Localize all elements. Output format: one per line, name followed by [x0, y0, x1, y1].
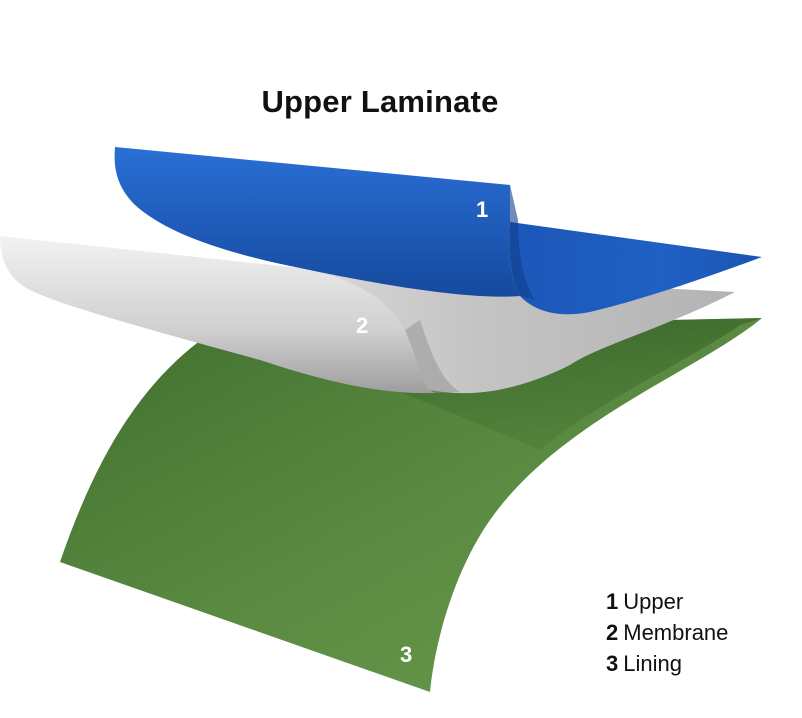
legend-number: 1 [606, 589, 619, 614]
layer-1-number: 1 [476, 197, 488, 222]
legend-label: Upper [623, 589, 684, 614]
diagram-title: Upper Laminate [261, 84, 499, 119]
layer-2-number: 2 [356, 313, 368, 338]
legend-number: 3 [606, 651, 619, 676]
layer-3-number: 3 [400, 642, 412, 667]
legend-label: Lining [623, 651, 682, 676]
layer-1-upper-sheet [114, 147, 762, 315]
legend-label: Membrane [623, 620, 729, 645]
legend-number: 2 [606, 620, 619, 645]
